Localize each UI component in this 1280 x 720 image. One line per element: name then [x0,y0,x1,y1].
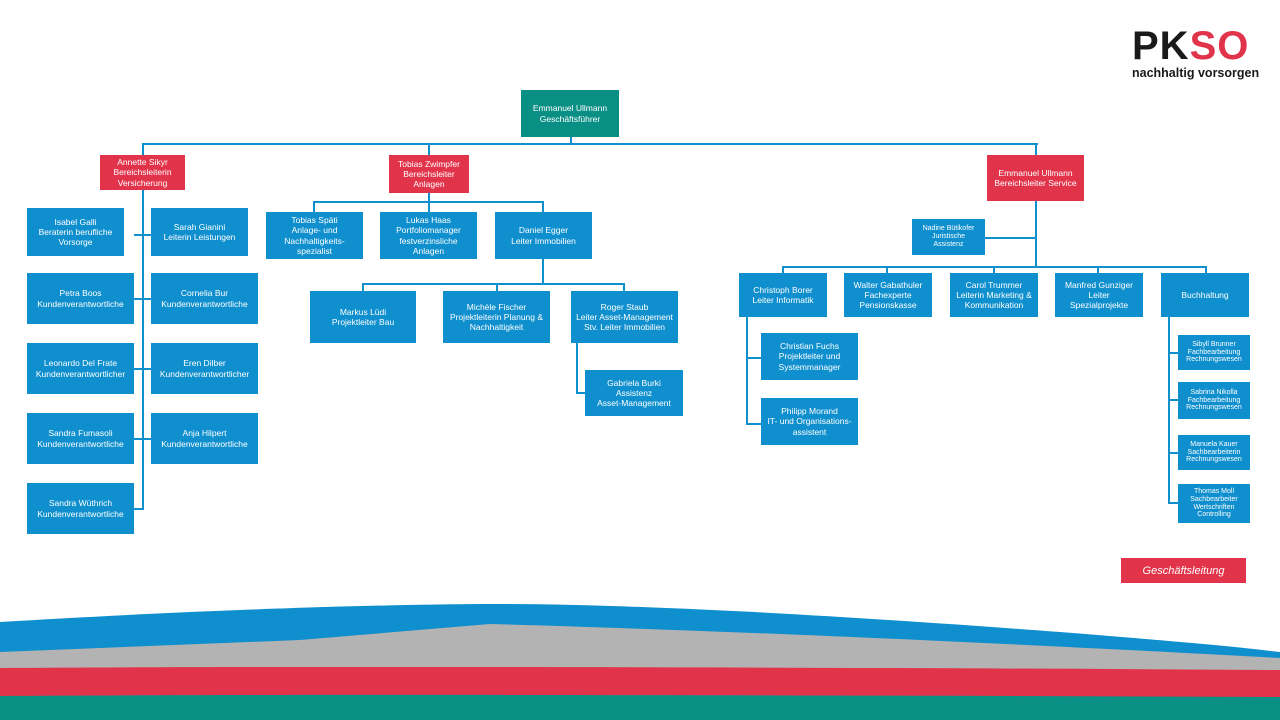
org-box-sarah-gianini: Sarah Gianini Leiterin Leistungen [151,208,248,256]
org-box-walter-gabathuler: Walter Gabathuler Fachexperte Pensionska… [844,273,932,317]
logo-mark: PKSO [1132,24,1250,68]
org-box-sabrina-nikolla: Sabrina Nikolla Fachbearbeitung Rechnung… [1178,382,1250,419]
org-box-leonardo-del-frate: Leonardo Del Frate Kundenverantwortliche… [27,343,134,394]
org-box-sandra-wuethrich: Sandra Wüthrich Kundenverantwortliche [27,483,134,534]
org-box-petra-boos: Petra Boos Kundenverantwortliche [27,273,134,324]
legend-geschaeftsleitung: Geschäftsleitung [1121,558,1246,583]
org-box-michele-fischer: Michèle Fischer Projektleiterin Planung … [443,291,550,343]
org-box-christoph-borer: Christoph Borer Leiter Informatik [739,273,827,317]
org-box-anja-hilpert: Anja Hilpert Kundenverantwortliche [151,413,258,464]
org-box-sandra-fumasoli: Sandra Fumasoli Kundenverantwortliche [27,413,134,464]
org-box-manuela-kauer: Manuela Kauer Sachbearbeiterin Rechnungs… [1178,435,1250,470]
org-box-cornelia-bur: Cornelia Bur Kundenverantwortliche [151,273,258,324]
logo-tagline: nachhaltig vorsorgen [1132,66,1260,80]
org-box-gabriela-burki: Gabriela Burki Assistenz Asset-Managemen… [585,370,683,416]
org-box-daniel-egger: Daniel Egger Leiter Immobilien [495,212,592,259]
org-box-roger-staub: Roger Staub Leiter Asset-Management Stv.… [571,291,678,343]
footer-wave-decoration [0,600,1280,720]
org-box-head-anlagen: Tobias Zwimpfer Bereichsleiter Anlagen [389,155,469,193]
org-box-head-versicherung: Annette Sikyr Bereichsleiterin Versicher… [100,155,185,190]
pkso-logo: PKSO nachhaltig vorsorgen [1132,24,1260,80]
org-box-manfred-gunziger: Manfred Gunziger Leiter Spezialprojekte [1055,273,1143,317]
org-box-markus-luedi: Markus Lüdi Projektleiter Bau [310,291,416,343]
org-box-ceo: Emmanuel Ullmann Geschäftsführer [521,90,619,137]
org-box-isabel-galli: Isabel Galli Beraterin berufliche Vorsor… [27,208,124,256]
org-box-nadine-buetikofer: Nadine Bütikofer Juristische Assistenz [912,219,985,255]
org-box-buchhaltung: Buchhaltung [1161,273,1249,317]
org-box-lukas-haas: Lukas Haas Portfoliomanager festverzinsl… [380,212,477,259]
org-box-philipp-morand: Philipp Morand IT- und Organisations- as… [761,398,858,445]
org-box-christian-fuchs: Christian Fuchs Projektleiter und System… [761,333,858,380]
org-box-head-service: Emmanuel Ullmann Bereichsleiter Service [987,155,1084,201]
org-box-tobias-spaeti: Tobias Späti Anlage- und Nachhaltigkeits… [266,212,363,259]
org-box-carol-trummer: Carol Trummer Leiterin Marketing & Kommu… [950,273,1038,317]
org-box-eren-dilber: Eren Dilber Kundenverantwortlicher [151,343,258,394]
org-box-thomas-moll: Thomas Moll Sachbearbeiter Wertschriften… [1178,484,1250,523]
org-box-sibyll-brunner: Sibyll Brunner Fachbearbeitung Rechnungs… [1178,335,1250,370]
